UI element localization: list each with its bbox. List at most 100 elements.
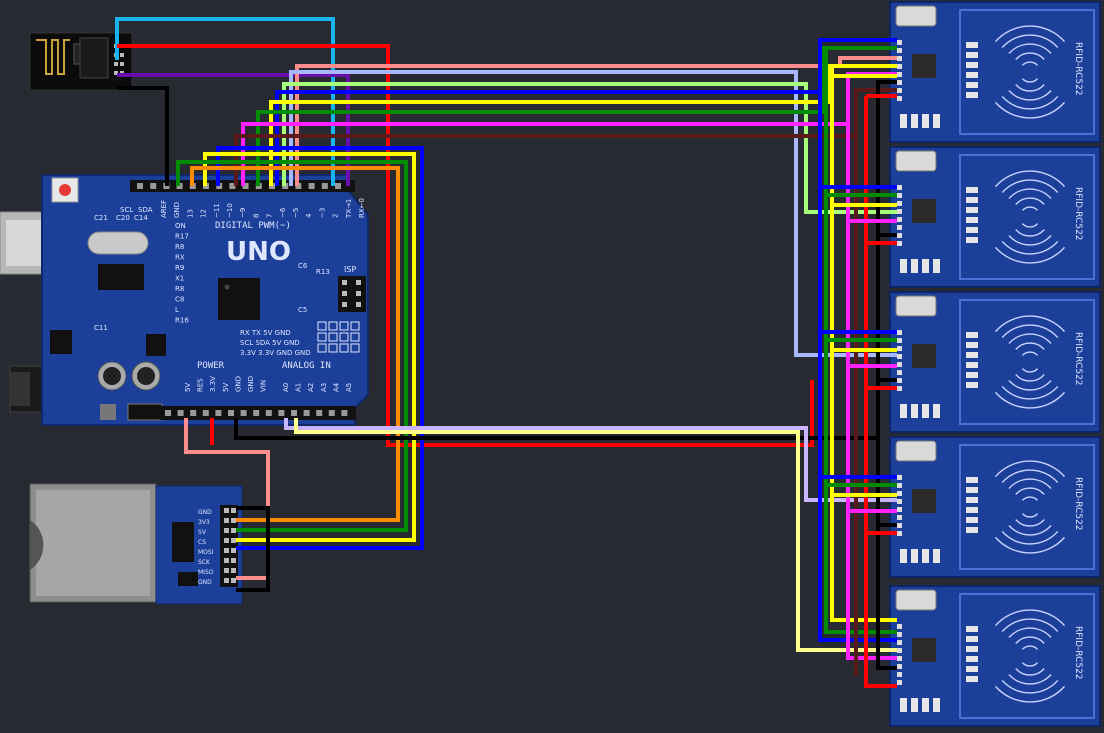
arduino-uno-board: UNO DIGITAL PWM(~) POWER ANALOG IN ISP S… — [0, 174, 369, 426]
digital-pin — [150, 183, 157, 189]
rfid-pin — [897, 370, 902, 375]
rfid-pin — [897, 624, 902, 629]
rfid-pad — [933, 259, 940, 273]
pad-row-label: SCL SDA 5V GND — [240, 339, 300, 347]
rfid-pin — [897, 507, 902, 512]
wire-green-sd — [176, 160, 408, 532]
component-label: C6 — [298, 262, 308, 270]
rfid-pin — [897, 656, 902, 661]
rfid-antenna-icon — [1021, 513, 1039, 518]
rfid-pin — [897, 346, 902, 351]
power-analog-pin — [303, 410, 310, 416]
power-analog-pin — [177, 410, 184, 416]
digital-label: DIGITAL PWM(~) — [215, 221, 291, 231]
rfid-module: RFID-RC522 — [889, 1, 1101, 143]
digital-pin — [229, 183, 236, 189]
rfid-module: RFID-RC522 — [889, 291, 1101, 433]
wire-yellow-sd — [203, 152, 416, 542]
bus-red — [864, 96, 897, 688]
digital-pin-label: ~9 — [239, 208, 247, 218]
wire-sd-gnd — [236, 506, 270, 592]
rfid-pad — [966, 527, 978, 533]
rfid-pad — [911, 259, 918, 273]
rfid-pad — [966, 227, 978, 233]
rfid-module: RFID-RC522 — [889, 436, 1101, 578]
rfid-antenna-icon — [994, 460, 1066, 478]
rfid-antenna-icon — [994, 101, 1066, 119]
rfid-pad — [966, 487, 978, 493]
analog-pin-label: A3 — [320, 383, 328, 392]
sd-pin — [231, 508, 236, 513]
rfid-pad — [922, 549, 929, 563]
digital-pin-label: 7 — [266, 214, 274, 218]
rfid-pad — [900, 549, 907, 563]
rfid-antenna-icon — [1015, 52, 1045, 60]
rfid-antenna-icon — [1008, 90, 1052, 101]
wire-esp-red — [117, 44, 814, 447]
rfid-antenna-icon — [1015, 197, 1045, 205]
rfid-antenna-icon — [1021, 645, 1039, 650]
rfid-pad — [933, 114, 940, 128]
digital-pin-label: ~11 — [213, 203, 221, 218]
digital-pin-label: ~10 — [226, 203, 234, 218]
power-analog-pin — [240, 410, 247, 416]
rfid-antenna-icon — [1001, 469, 1059, 484]
digital-pin-label: 12 — [200, 209, 208, 218]
rfid-antenna-icon — [1008, 627, 1052, 638]
bus-blue — [818, 40, 897, 642]
sd-pin — [231, 558, 236, 563]
rfid-chip — [912, 489, 936, 513]
sd-pin — [231, 548, 236, 553]
rfid-pad — [966, 362, 978, 368]
rfid-antenna-icon — [1021, 368, 1039, 373]
rfid-antenna-frame — [959, 593, 1095, 719]
rfid-antenna-icon — [1008, 43, 1052, 54]
rfid-antenna-icon — [1001, 679, 1059, 694]
rfid-pad — [966, 52, 978, 58]
rfid-antenna-icon — [1015, 636, 1045, 644]
sd-pin-label: MISO — [198, 569, 214, 576]
rfid-pin — [897, 64, 902, 69]
sd-pin — [224, 578, 229, 583]
pad — [317, 343, 327, 353]
rfid-pad — [966, 626, 978, 632]
power-analog-pin — [341, 410, 348, 416]
rfid-pad — [966, 676, 978, 682]
sd-pin — [224, 518, 229, 523]
rfid-antenna-icon — [994, 536, 1066, 554]
power-label: POWER — [197, 361, 225, 371]
digital-pin — [308, 183, 315, 189]
side-label: R8 — [175, 243, 184, 251]
rfid-antenna-icon — [1021, 496, 1039, 501]
rfid-pad — [911, 404, 918, 418]
rfid-antenna-icon — [1008, 188, 1052, 199]
pad — [317, 332, 327, 342]
rfid-crystal — [895, 440, 937, 462]
rfid-pad — [966, 372, 978, 378]
rfid-pin — [897, 640, 902, 645]
analog-label: ANALOG IN — [282, 361, 331, 371]
sda-label: SDA — [138, 206, 153, 214]
power-analog-pin — [190, 410, 197, 416]
digital-pin-label: 4 — [305, 213, 313, 218]
rfid-antenna-icon — [1021, 78, 1039, 83]
rfid-pin — [897, 499, 902, 504]
rfid-antenna-icon — [994, 609, 1066, 627]
rfid-pad — [966, 82, 978, 88]
sd-pin-label: GND — [198, 509, 212, 516]
rfid-antenna-icon — [1001, 385, 1059, 400]
digital-pin-label: ~6 — [279, 207, 287, 218]
digital-pin-label: ~5 — [292, 208, 300, 218]
rfid-pin — [897, 88, 902, 93]
rfid-pad — [966, 62, 978, 68]
power-analog-pin — [228, 410, 234, 416]
rfid-pin — [897, 225, 902, 230]
sd-pin — [224, 568, 229, 573]
power-pin-label: GND — [247, 376, 255, 392]
power-analog-header — [165, 410, 348, 416]
rfid-antenna-icon — [994, 315, 1066, 333]
digital-pin-label: 8 — [252, 214, 260, 218]
rfid-module: RFID-RC522 — [889, 585, 1101, 727]
